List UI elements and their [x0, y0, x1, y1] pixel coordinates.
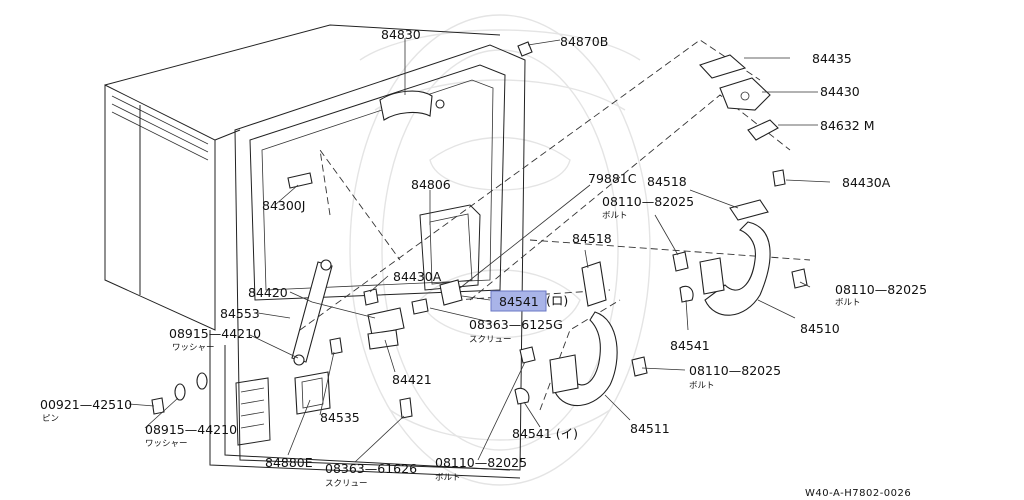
label-84430a-right: 84430A [842, 175, 891, 190]
label-84421: 84421 [392, 372, 432, 387]
label-08363-6125g-sub: スクリュー [469, 335, 512, 345]
part-labels: 84830 84870B 84435 84430 84632 M 84430A … [40, 27, 927, 499]
label-84435: 84435 [812, 51, 852, 66]
label-08915-44210-a-sub: ワッシャー [172, 343, 215, 353]
label-08915-44210-b: 08915—44210 [145, 422, 237, 437]
label-08363-61626-sub: スクリュー [325, 479, 368, 489]
label-84541-highlighted[interactable]: 84541 [499, 294, 539, 309]
label-84880e: 84880E [265, 455, 313, 470]
label-08110-82025-c-sub: ボルト [689, 381, 715, 391]
label-84806: 84806 [411, 177, 451, 192]
watermark-emblem [349, 14, 651, 486]
label-84553: 84553 [220, 306, 260, 321]
label-08110-82025-d-sub: ボルト [435, 473, 461, 483]
label-84535: 84535 [320, 410, 360, 425]
label-84830: 84830 [381, 27, 421, 42]
label-84300j: 84300J [262, 198, 305, 213]
label-08110-82025-a: 08110—82025 [602, 194, 694, 209]
highlight-84541 [490, 290, 547, 312]
label-00921-42510-sub: ピン [42, 414, 59, 424]
label-08110-82025-b-sub: ボルト [835, 298, 861, 308]
label-08915-44210-b-sub: ワッシャー [145, 439, 188, 449]
label-84430a-left: 84430A [393, 269, 442, 284]
label-08110-82025-d: 08110—82025 [435, 455, 527, 470]
label-84518-top: 84518 [647, 174, 687, 189]
label-00921-42510: 00921—42510 [40, 397, 132, 412]
label-08110-82025-a-sub: ボルト [602, 211, 628, 221]
label-84511: 84511 [630, 421, 670, 436]
label-84541-suffix: (ロ) [546, 293, 568, 308]
label-08363-61626: 08363—61626 [325, 461, 417, 476]
label-79881c: 79881C [588, 171, 637, 186]
hardware-parts [151, 41, 808, 419]
drawing-code: W40-A-H7802-0026 [805, 488, 911, 499]
label-84510: 84510 [800, 321, 840, 336]
label-84632m: 84632 M [820, 118, 875, 133]
label-84430: 84430 [820, 84, 860, 99]
vehicle-body-outline [104, 24, 526, 479]
leader-lines [128, 38, 831, 463]
label-08915-44210-a: 08915—44210 [169, 326, 261, 341]
label-08363-6125g: 08363—6125G [469, 317, 563, 332]
label-84518-mid: 84518 [572, 231, 612, 246]
label-84541-mid: 84541 [670, 338, 710, 353]
label-84870b: 84870B [560, 34, 608, 49]
label-08110-82025-b: 08110—82025 [835, 282, 927, 297]
label-84541-i: 84541 (イ) [512, 426, 578, 441]
label-08110-82025-c: 08110—82025 [689, 363, 781, 378]
label-84420: 84420 [248, 285, 288, 300]
